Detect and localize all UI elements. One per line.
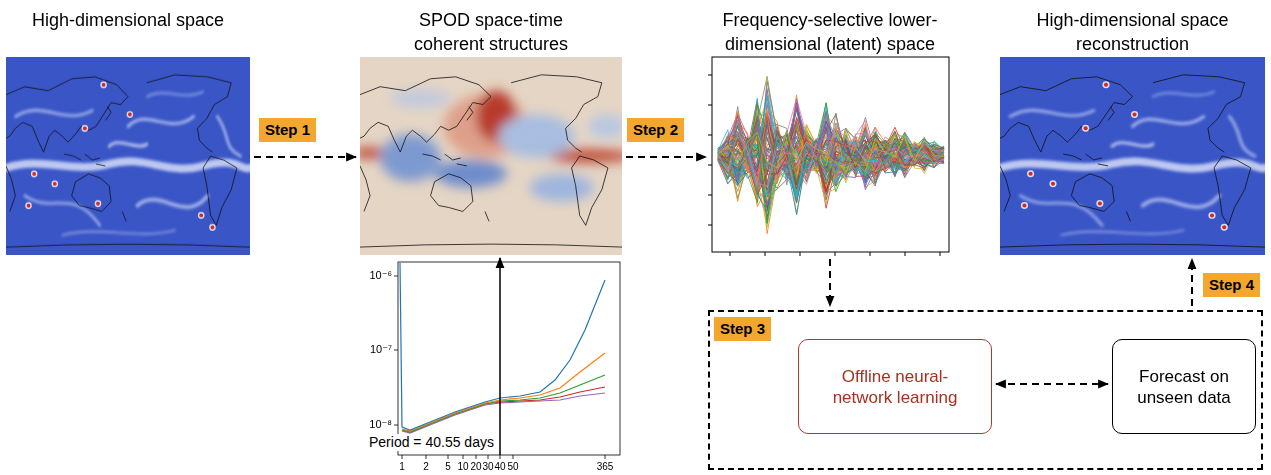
latent-series [718,134,944,200]
plot-annotation: Period = 40.55 days [367,434,496,451]
connector-arrow [626,156,706,158]
latent-series [718,99,944,206]
connector-arrow [829,259,831,306]
tick-slot: 50 [501,460,525,473]
tick-label: 50 [501,460,525,473]
latent-series [718,117,944,194]
image-panel: High-dimensional space [6,6,250,255]
step-badge: Step 1 [259,118,316,142]
tick-label: 1 [390,460,414,473]
spectrum-plot: Period = 40.55 days [362,262,622,455]
box-label: Forecast on unseen data [1129,366,1239,408]
dashed-group: Step 3 Offline neural-network learning For… [708,310,1263,470]
tick-label: 10⁻⁷ [358,343,392,356]
latent-series [718,126,944,189]
tick-label: 365 [593,460,617,473]
process-box: Offline neural-network learning [798,339,992,434]
step-badge: Step 4 [1203,273,1260,297]
latent-series [718,82,944,196]
step-slot: Step 1 [259,118,316,142]
latent-series [718,128,944,201]
image-panel: SPOD space-time coherent structures [360,6,622,255]
panel-heading: High-dimensional space reconstruction [1000,8,1265,56]
tick-slot: 2 [414,460,438,473]
panel-heading: SPOD space-time coherent structures [396,8,586,56]
image-panel: High-dimensional space reconstruction [1000,6,1265,255]
tick-slot: 365 [593,460,617,473]
tick-slot: 10⁻⁶ [358,269,392,282]
step-badge: Step 3 [714,317,771,341]
image-panel: Frequency-selective lower-dimensional (l… [710,6,950,255]
connector-arrow [1191,259,1193,306]
latent-series [718,125,944,190]
step-badge: Step 2 [627,118,684,142]
tick-label: 10⁻⁶ [358,269,392,282]
connector-arrow [254,156,356,158]
tick-slot: 1 [390,460,414,473]
tick-label: 5 [436,460,460,473]
connector-arrow [996,383,1108,385]
latent-series [718,111,944,215]
latent-series [718,99,944,209]
latent-series [718,114,944,203]
process-box: Forecast on unseen data [1112,339,1256,434]
panel-heading: Frequency-selective lower-dimensional (l… [710,8,950,56]
latent-series [718,127,944,186]
tick-label: 2 [414,460,438,473]
latent-series [718,103,944,220]
box-label: Offline neural-network learning [825,366,965,408]
tick-label: 10⁻⁸ [358,418,392,431]
step-slot: Step 4 [1203,273,1260,297]
step-slot: Step 2 [627,118,684,142]
panel-heading: High-dimensional space [32,8,224,32]
connector-arrow [499,258,501,455]
tick-slot: 5 [436,460,460,473]
tick-slot: 10⁻⁸ [358,418,392,431]
latent-series [718,98,944,223]
tick-slot: 10⁻⁷ [358,343,392,356]
latent-series [718,77,944,204]
